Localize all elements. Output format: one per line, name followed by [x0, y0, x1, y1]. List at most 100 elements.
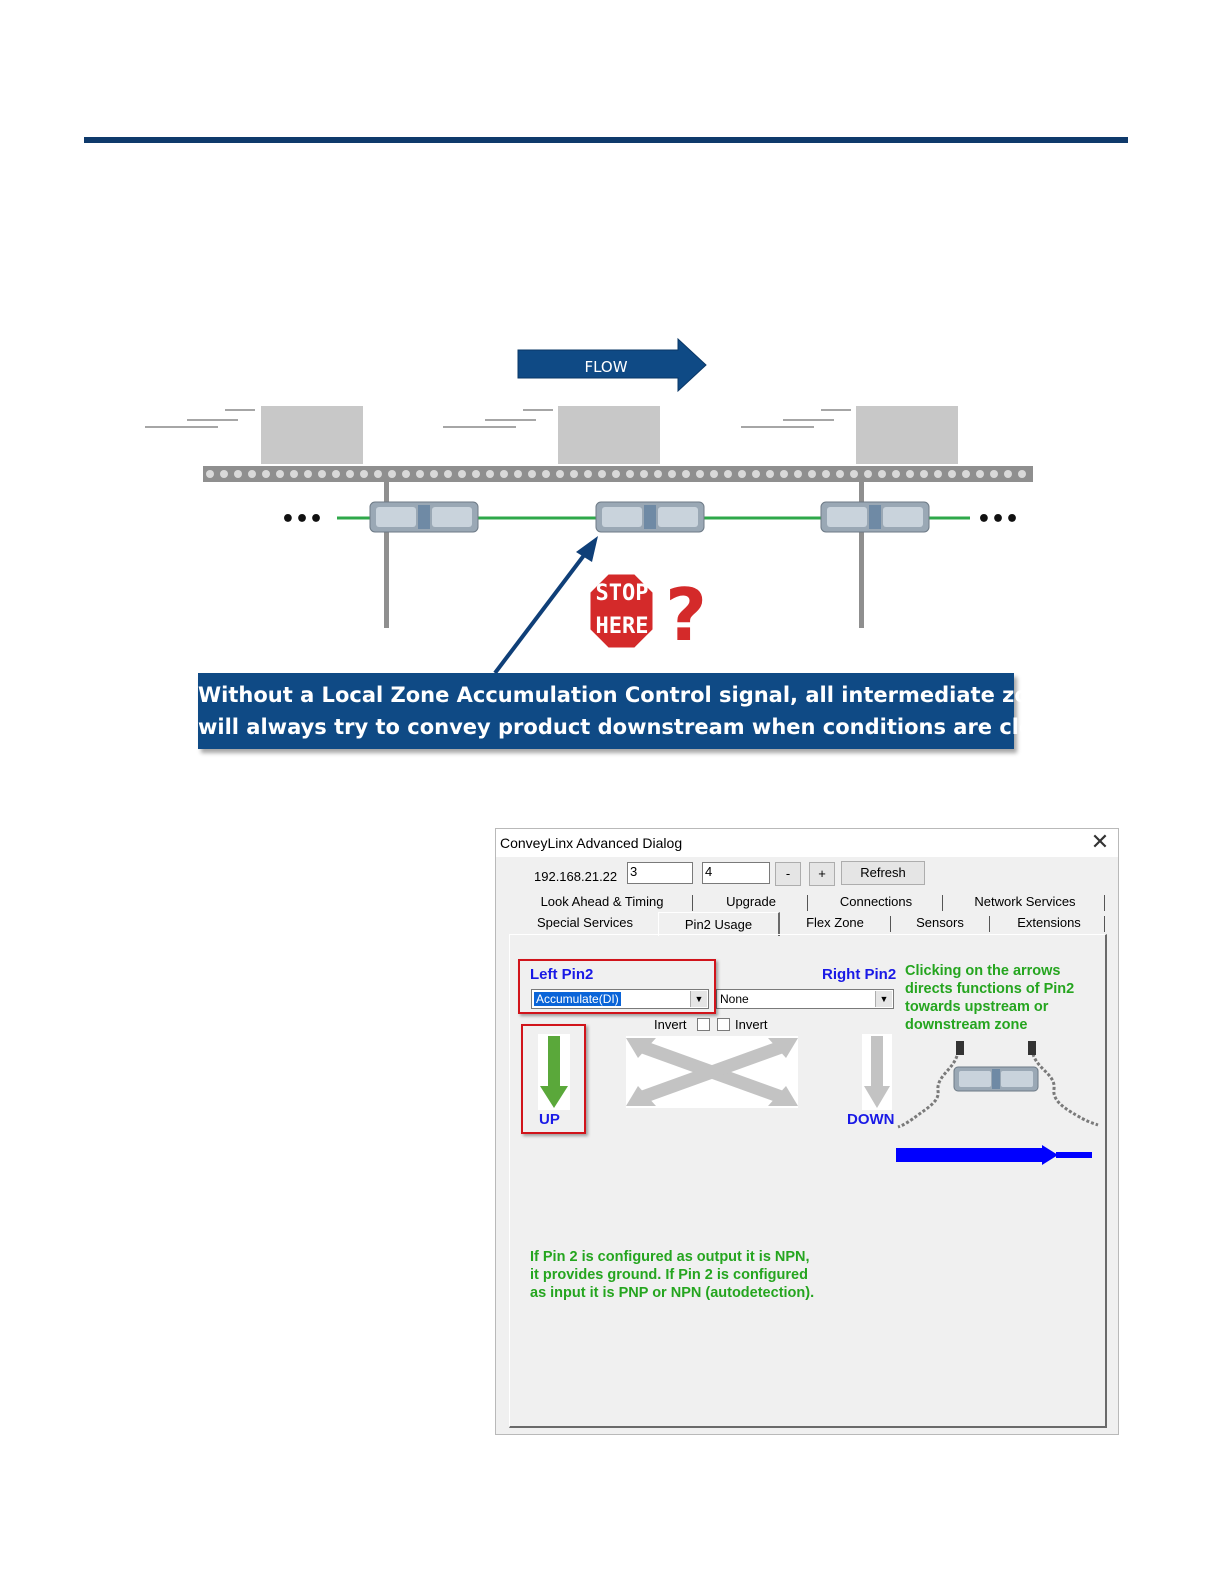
roller	[290, 470, 298, 478]
tab-separator	[942, 895, 943, 911]
roller	[1004, 470, 1012, 478]
roller	[444, 470, 452, 478]
ellipsis-right: •••	[977, 507, 1019, 532]
roller	[934, 470, 942, 478]
roller	[752, 470, 760, 478]
tab-separator	[989, 916, 990, 932]
tab-upgrade[interactable]: Upgrade	[726, 894, 776, 909]
roller	[962, 470, 970, 478]
cross-direction-icon[interactable]	[626, 1036, 798, 1108]
roller	[892, 470, 900, 478]
down-arrow-icon[interactable]	[862, 1034, 892, 1110]
roller	[500, 470, 508, 478]
question-mark-icon: ?	[665, 573, 707, 657]
roller	[304, 470, 312, 478]
roller	[668, 470, 676, 478]
annotation-line: directs functions of Pin2	[905, 981, 1075, 997]
roller	[738, 470, 746, 478]
callout-box: Without a Local Zone Accumulation Contro…	[198, 673, 1071, 749]
conveyor-leg	[859, 482, 864, 628]
roller	[682, 470, 690, 478]
product-box	[856, 406, 958, 464]
left-invert-label: Invert	[654, 1017, 687, 1032]
roller	[486, 470, 494, 478]
roller	[528, 470, 536, 478]
arrows-annotation: Clicking on the arrows directs functions…	[905, 962, 1115, 1034]
roller	[472, 470, 480, 478]
tab-flex-zone[interactable]: Flex Zone	[806, 915, 864, 930]
roller	[948, 470, 956, 478]
plus-button[interactable]: +	[809, 862, 835, 886]
tab-special-services[interactable]: Special Services	[536, 915, 634, 930]
callout-line: will always try to convey product downst…	[198, 715, 1058, 739]
flow-label: FLOW	[584, 358, 627, 376]
stop-sign-icon: STOP HERE	[587, 571, 656, 651]
annotation-line: it provides ground. If Pin 2 is configur…	[530, 1267, 808, 1283]
roller	[1018, 470, 1026, 478]
ellipsis-left: •••	[281, 507, 323, 532]
tab-separator	[1104, 895, 1105, 911]
minus-button[interactable]: -	[775, 862, 801, 886]
roller	[262, 470, 270, 478]
callout-line: Without a Local Zone Accumulation Contro…	[198, 683, 1071, 707]
product-box	[261, 406, 363, 464]
up-highlight	[521, 1024, 586, 1134]
left-pin2-value: Accumulate(DI)	[534, 992, 621, 1006]
module-cable-icon	[897, 1041, 1099, 1129]
roller	[990, 470, 998, 478]
roller	[640, 470, 648, 478]
tab-look-ahead-timing[interactable]: Look Ahead & Timing	[540, 894, 664, 909]
motion-lines	[145, 409, 851, 428]
pointer-arrow	[493, 536, 598, 675]
roller	[402, 470, 410, 478]
refresh-button[interactable]: Refresh	[841, 861, 925, 885]
right-invert-label: Invert	[735, 1017, 768, 1032]
close-icon[interactable]: ✕	[1090, 829, 1110, 854]
conveylinx-module	[820, 501, 930, 533]
down-label: DOWN	[847, 1111, 895, 1128]
tab-network-services[interactable]: Network Services	[974, 894, 1076, 909]
right-invert-checkbox[interactable]	[717, 1018, 730, 1031]
roller	[878, 470, 886, 478]
roller	[780, 470, 788, 478]
right-pin2-select[interactable]: None ▼	[716, 989, 894, 1009]
roller	[598, 470, 606, 478]
octet-left-field[interactable]: 3	[627, 862, 693, 884]
left-invert-checkbox[interactable]	[697, 1018, 710, 1031]
roller	[318, 470, 326, 478]
tab-separator	[890, 916, 891, 932]
roller	[822, 470, 830, 478]
tab-connections[interactable]: Connections	[839, 894, 913, 909]
roller	[542, 470, 550, 478]
roller	[430, 470, 438, 478]
stop-sign-line1: STOP	[596, 581, 649, 606]
annotation-line: as input it is PNP or NPN (autodetection…	[530, 1285, 815, 1301]
tab-extensions[interactable]: Extensions	[1017, 915, 1081, 930]
tab-pin2-usage[interactable]: Pin2 Usage	[658, 912, 780, 936]
flow-arrow: FLOW	[517, 337, 707, 393]
roller	[654, 470, 662, 478]
roller	[766, 470, 774, 478]
roller	[724, 470, 732, 478]
octet-right-field[interactable]: 4	[702, 862, 770, 884]
npn-annotation: If Pin 2 is configured as output it is N…	[530, 1248, 850, 1302]
roller	[374, 470, 382, 478]
pin2-usage-panel	[509, 934, 1107, 1428]
roller	[346, 470, 354, 478]
left-pin2-select[interactable]: Accumulate(DI) ▼	[531, 989, 709, 1009]
tab-separator	[1104, 916, 1105, 932]
roller	[710, 470, 718, 478]
roller	[458, 470, 466, 478]
chevron-down-icon[interactable]: ▼	[690, 991, 707, 1007]
roller	[864, 470, 872, 478]
product-box	[558, 406, 660, 464]
stop-sign-line2: HERE	[596, 614, 649, 639]
roller	[808, 470, 816, 478]
roller	[248, 470, 256, 478]
roller	[556, 470, 564, 478]
annotation-line: towards upstream or	[905, 999, 1049, 1015]
up-arrow-icon[interactable]	[538, 1034, 570, 1110]
chevron-down-icon[interactable]: ▼	[875, 991, 892, 1007]
tab-sensors[interactable]: Sensors	[916, 915, 964, 930]
roller	[416, 470, 424, 478]
